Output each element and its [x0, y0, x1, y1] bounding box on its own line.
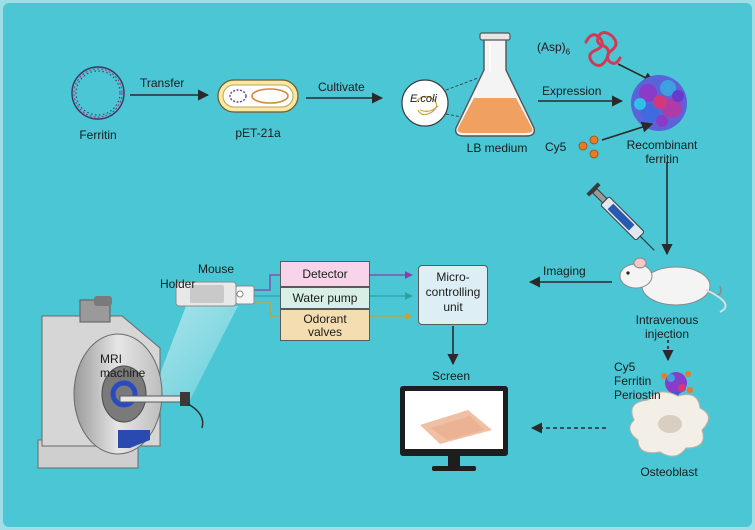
detector-box: Detector	[280, 261, 370, 287]
odorant-label-line2: valves	[307, 325, 342, 339]
mri-machine-icon	[37, 296, 204, 469]
expression-label: Expression	[542, 84, 602, 98]
monitor-icon	[400, 386, 508, 471]
mouse-icon	[619, 257, 727, 313]
lb-medium-label: LB medium	[466, 141, 528, 155]
asp-subscript: 6	[565, 47, 571, 57]
plasmid-icon	[217, 79, 299, 113]
intravenous-label-line2: injection	[644, 327, 690, 341]
mri-label-line2: machine	[100, 366, 146, 380]
asp-label: (Asp)6	[537, 40, 570, 59]
osteoblast-icon	[629, 391, 709, 457]
transfer-label: Transfer	[140, 76, 185, 90]
water-pump-box: Water pump	[280, 287, 370, 309]
ferritin-label: Ferritin	[79, 128, 117, 142]
mcu-label-line1: Micro-	[436, 270, 470, 284]
ferritin-cluster-icon	[631, 75, 687, 131]
cy5-arrow	[601, 121, 654, 141]
ecoli-label: E.coli	[410, 93, 437, 105]
micro-controlling-unit-box: Micro- controlling unit	[418, 265, 488, 325]
ferritin-ring-icon	[71, 66, 125, 120]
imaging-label: Imaging	[543, 264, 586, 278]
plasmid-label: pET-21a	[235, 126, 281, 140]
cy5-dots-icon	[578, 135, 599, 159]
intravenous-label-line1: Intravenous	[635, 313, 699, 327]
recombinant-label-line1: Recombinant	[626, 138, 698, 152]
recombinant-label-line2: ferritin	[645, 152, 679, 166]
cy5-bottom-label: Cy5	[614, 360, 636, 374]
odorant-label-line1: Odorant	[303, 312, 347, 326]
periostin-label: Periostin	[614, 388, 661, 402]
asp-text: (Asp)	[537, 40, 566, 54]
cy5-top-label: Cy5	[545, 140, 567, 154]
flask-icon	[454, 32, 536, 137]
screen-label: Screen	[432, 369, 471, 383]
mouse-holder-icon	[175, 281, 255, 307]
odorant-valves-box: Odorant valves	[280, 309, 370, 341]
mcu-label-line3: unit	[443, 300, 463, 314]
mcu-label-line2: controlling	[425, 285, 481, 299]
mouse-label: Mouse	[198, 262, 235, 276]
projection-beam	[150, 306, 238, 400]
ferritin-bottom-label: Ferritin	[614, 374, 652, 388]
holder-label: Holder	[160, 277, 196, 291]
osteoblast-label: Osteoblast	[640, 465, 698, 479]
peptide-icon	[584, 31, 622, 67]
cultivate-label: Cultivate	[318, 80, 365, 94]
syringe-icon	[586, 182, 655, 251]
mri-label-line1: MRI	[100, 352, 122, 366]
